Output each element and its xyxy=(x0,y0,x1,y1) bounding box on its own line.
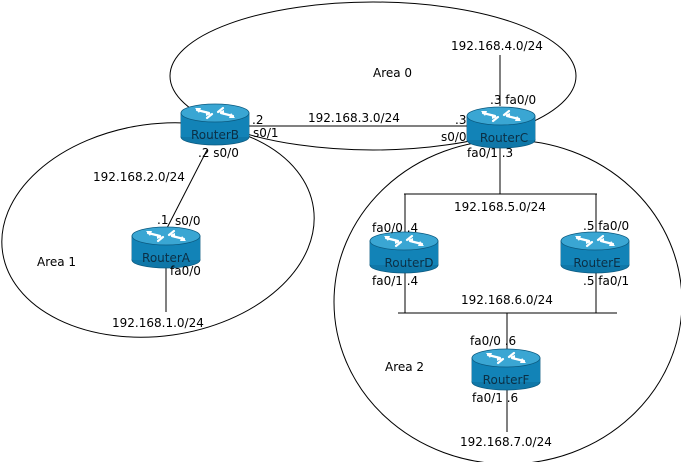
router-f[interactable]: RouterF xyxy=(470,347,542,392)
router-a-s00-ip: .1 xyxy=(157,213,168,227)
router-c-fa00: .3 fa0/0 xyxy=(490,93,536,107)
area0-label: Area 0 xyxy=(373,66,412,80)
area1-label: Area 1 xyxy=(37,255,76,269)
router-b-link-c-ip: .2 xyxy=(252,113,263,127)
router-f-fa01: fa0/1 .6 xyxy=(472,391,518,405)
router-e-label: RouterE xyxy=(573,256,620,270)
router-c[interactable]: RouterC xyxy=(465,105,537,150)
area0-boundary xyxy=(169,1,577,151)
router-c-s00: s0/0 xyxy=(441,130,467,144)
network-192-168-3: 192.168.3.0/24 xyxy=(308,111,400,125)
area1-boundary xyxy=(1,122,315,338)
router-d-fa00: fa0/0 .4 xyxy=(372,221,418,235)
area2-label: Area 2 xyxy=(385,360,424,374)
network-192-168-1: 192.168.1.0/24 xyxy=(112,316,204,330)
network-192-168-5: 192.168.5.0/24 xyxy=(454,200,546,214)
router-e[interactable]: RouterE xyxy=(559,230,631,275)
network-192-168-6: 192.168.6.0/24 xyxy=(461,293,553,307)
router-a[interactable]: RouterA xyxy=(130,225,202,270)
network-192-168-2: 192.168.2.0/24 xyxy=(93,170,185,184)
router-c-link-b-ip: .3 xyxy=(455,113,466,127)
router-c-label: RouterC xyxy=(480,131,528,145)
router-e-fa00: .5 fa0/0 xyxy=(583,219,629,233)
router-c-fa01: fa0/1 .3 xyxy=(467,146,513,160)
router-b-label: RouterB xyxy=(191,128,239,142)
router-b-s01: s0/1 xyxy=(253,126,279,140)
router-a-s00: s0/0 xyxy=(175,214,201,228)
network-192-168-7: 192.168.7.0/24 xyxy=(460,435,552,449)
router-d-fa01: fa0/1 .4 xyxy=(372,274,418,288)
router-f-fa00: fa0/0 .6 xyxy=(470,334,516,348)
link-b-a xyxy=(166,149,208,229)
router-d-label: RouterD xyxy=(384,256,433,270)
router-b[interactable]: RouterB xyxy=(179,102,251,147)
router-e-fa01: .5 fa0/1 xyxy=(583,274,629,288)
router-d[interactable]: RouterD xyxy=(368,230,440,275)
router-a-label: RouterA xyxy=(142,251,191,265)
router-f-label: RouterF xyxy=(483,373,530,387)
router-b-s00: .2 s0/0 xyxy=(198,146,239,160)
network-192-168-4: 192.168.4.0/24 xyxy=(451,39,543,53)
router-a-fa00: fa0/0 xyxy=(170,264,201,278)
